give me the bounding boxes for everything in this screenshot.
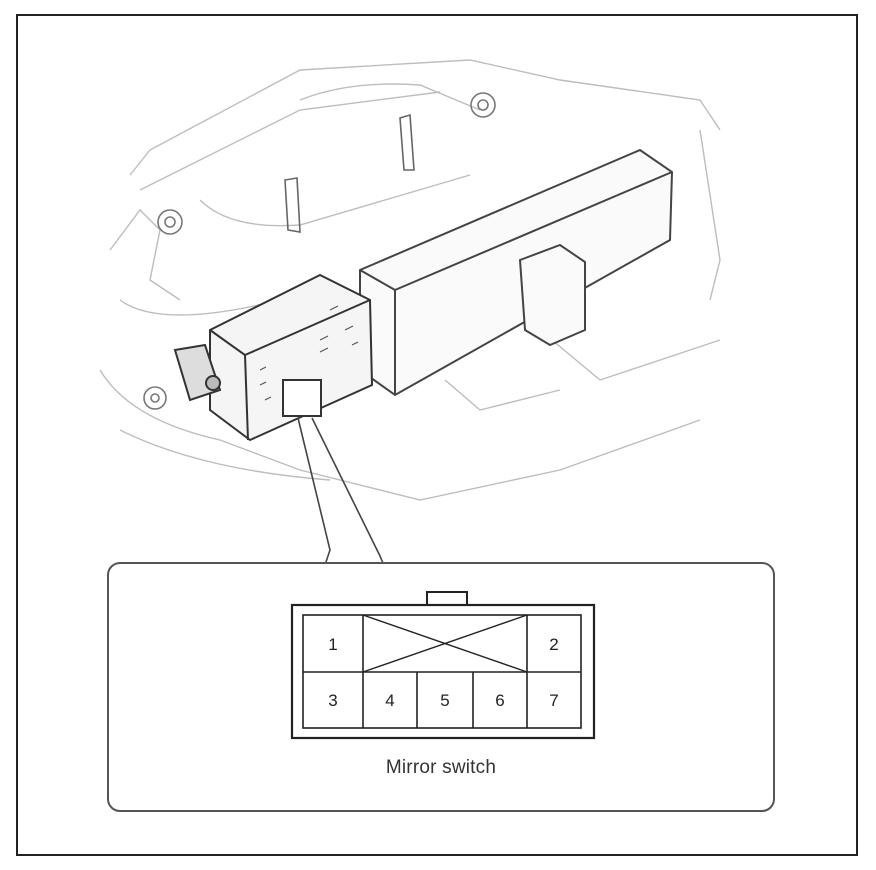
connector-pinout: 1 2 3 4 5 6 7 bbox=[290, 591, 596, 740]
callout-leader bbox=[297, 417, 386, 569]
figure-frame bbox=[16, 14, 858, 856]
pin-4-label: 4 bbox=[385, 691, 394, 710]
pin-5-label: 5 bbox=[440, 691, 449, 710]
connector-housing bbox=[173, 273, 374, 442]
pin-6-label: 6 bbox=[495, 691, 504, 710]
switch-module-body bbox=[359, 148, 674, 397]
connector-caption: Mirror switch bbox=[385, 757, 497, 778]
pin-7-label: 7 bbox=[549, 691, 558, 710]
pin-2-label: 2 bbox=[549, 635, 558, 654]
connector-details bbox=[259, 305, 359, 401]
mounting-posts bbox=[284, 113, 415, 233]
empty-cavity-cross bbox=[362, 614, 528, 673]
pin-3-label: 3 bbox=[328, 691, 337, 710]
mounting-screws bbox=[143, 92, 496, 410]
background-trim-outline bbox=[99, 59, 721, 501]
pin-1-label: 1 bbox=[328, 635, 337, 654]
